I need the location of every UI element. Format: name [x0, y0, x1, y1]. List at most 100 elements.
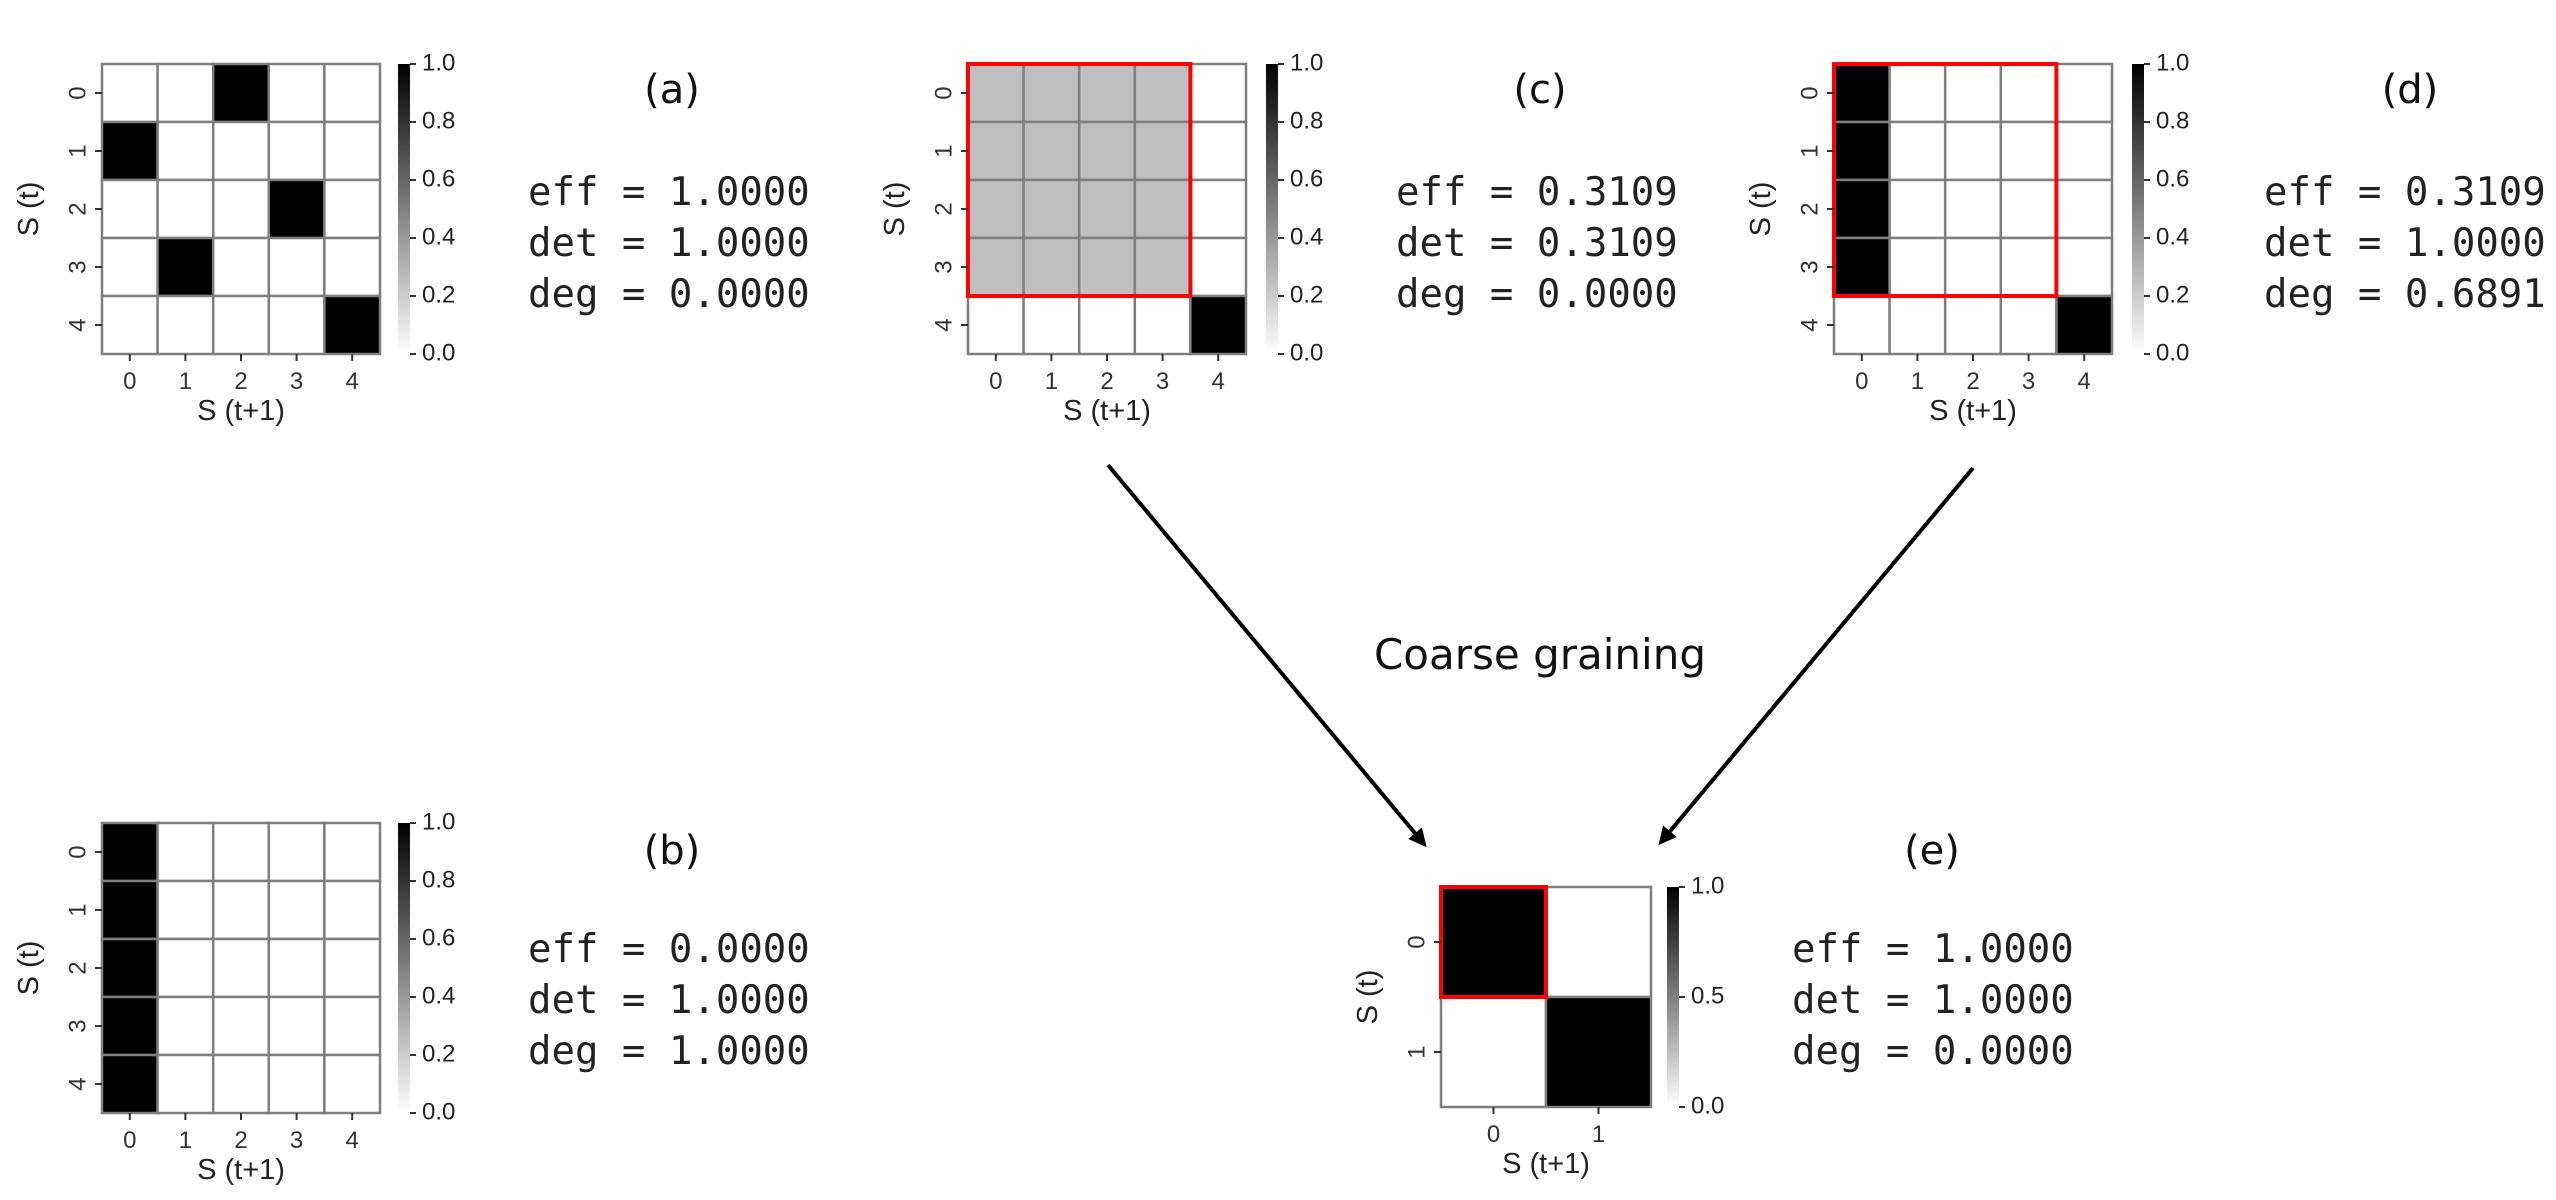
heatmap-cell-d-4-2 — [1943, 294, 2003, 356]
heatmap-cell-d-4-1 — [1888, 294, 1947, 356]
heatmap-cell-d-2-0 — [1832, 178, 1891, 240]
x-tick-label-b-3: 3 — [290, 1127, 303, 1154]
y-tick-label-a-4: 4 — [64, 318, 91, 331]
heatmap-cell-b-4-1 — [156, 1053, 215, 1115]
x-axis-label-e: S (t+1) — [1502, 1148, 1590, 1180]
colorbar-tick-label-e-2: 0.0 — [1691, 1092, 1724, 1119]
heatmap-cell-d-4-3 — [1999, 294, 2058, 356]
metric-c-0: eff = 0.3109 — [1396, 170, 1678, 215]
heatmap-cell-c-2-1 — [1022, 178, 1081, 240]
panel-label-e: (e) — [1904, 828, 1960, 874]
heatmap-cell-c-2-3 — [1133, 178, 1192, 240]
y-tick-label-a-3: 3 — [64, 260, 91, 273]
heatmap-cell-d-1-1 — [1888, 120, 1947, 182]
heatmap-cell-b-0-3 — [267, 821, 326, 883]
colorbar-tick-label-a-5: 0.0 — [422, 339, 455, 366]
heatmap-cell-c-2-2 — [1077, 178, 1137, 240]
colorbar-tick-label-c-1: 0.8 — [1290, 107, 1323, 134]
heatmap-cell-d-1-0 — [1832, 120, 1891, 182]
panel-label-d: (d) — [2382, 67, 2439, 113]
heatmap-a — [100, 62, 382, 356]
x-tick-label-d-1: 1 — [1911, 368, 1924, 395]
heatmap-cell-d-3-1 — [1888, 236, 1947, 298]
colorbar-tick-label-c-4: 0.2 — [1290, 281, 1323, 308]
heatmap-cell-a-0-2 — [211, 62, 271, 124]
x-tick-label-b-0: 0 — [123, 1127, 136, 1154]
heatmap-cell-c-4-4 — [1189, 294, 1248, 356]
heatmap-cell-b-1-1 — [156, 879, 215, 941]
colorbar-b — [398, 823, 410, 1113]
heatmap-cell-c-0-1 — [1022, 62, 1081, 124]
heatmap-cell-a-4-1 — [156, 294, 215, 356]
y-tick-label-c-1: 1 — [930, 144, 957, 157]
metric-c-1: det = 0.3109 — [1396, 221, 1678, 266]
colorbar-tick-label-d-1: 0.8 — [2156, 107, 2189, 134]
heatmap-cell-c-0-4 — [1189, 62, 1248, 124]
x-tick-label-d-3: 3 — [2022, 368, 2035, 395]
metric-a-0: eff = 1.0000 — [528, 170, 810, 215]
y-tick-label-c-2: 2 — [930, 202, 957, 215]
colorbar-tick-label-d-0: 1.0 — [2156, 49, 2189, 76]
heatmap-cell-a-1-0 — [100, 120, 159, 182]
heatmap-cell-d-1-4 — [2055, 120, 2114, 182]
heatmap-cell-c-1-0 — [966, 120, 1025, 182]
heatmap-cell-a-3-3 — [267, 236, 326, 298]
heatmap-cell-c-4-2 — [1077, 294, 1137, 356]
heatmap-cell-a-1-2 — [211, 120, 271, 182]
y-tick-label-e-1: 1 — [1403, 1045, 1430, 1058]
heatmap-cell-c-1-4 — [1189, 120, 1248, 182]
heatmap-cell-d-1-3 — [1999, 120, 2058, 182]
heatmap-cell-a-3-4 — [323, 236, 382, 298]
heatmap-cell-d-1-2 — [1943, 120, 2003, 182]
y-axis-label-c: S (t) — [879, 182, 911, 237]
heatmap-cell-b-3-0 — [100, 995, 159, 1057]
y-tick-label-c-3: 3 — [930, 260, 957, 273]
heatmap-cell-a-2-3 — [267, 178, 326, 240]
heatmap-cell-c-3-3 — [1133, 236, 1192, 298]
x-axis-label-d: S (t+1) — [1929, 395, 2017, 427]
heatmap-cell-a-1-4 — [323, 120, 382, 182]
y-axis-label-b: S (t) — [13, 941, 45, 996]
heatmap-cell-b-4-0 — [100, 1053, 159, 1115]
metric-d-0: eff = 0.3109 — [2264, 170, 2546, 215]
heatmap-cell-c-1-2 — [1077, 120, 1137, 182]
x-tick-label-c-1: 1 — [1045, 368, 1058, 395]
heatmap-cell-d-4-0 — [1832, 294, 1891, 356]
heatmap-cell-c-3-0 — [966, 236, 1025, 298]
heatmap-cell-c-2-0 — [966, 178, 1025, 240]
heatmap-cell-a-1-1 — [156, 120, 215, 182]
metric-e-1: det = 1.0000 — [1792, 978, 2074, 1023]
metric-e-0: eff = 1.0000 — [1792, 927, 2074, 972]
heatmap-cell-a-0-1 — [156, 62, 215, 124]
heatmap-cell-d-4-4 — [2055, 294, 2114, 356]
heatmap-cell-b-2-2 — [211, 937, 271, 999]
colorbar-tick-label-b-3: 0.4 — [422, 982, 455, 1009]
colorbar-tick-label-a-2: 0.6 — [422, 165, 455, 192]
heatmap-c — [966, 62, 1248, 356]
metric-b-0: eff = 0.0000 — [528, 927, 810, 972]
heatmap-cell-b-0-4 — [323, 821, 382, 883]
colorbar-tick-label-d-3: 0.4 — [2156, 223, 2189, 250]
heatmap-cell-d-3-3 — [1999, 236, 2058, 298]
heatmap-cell-b-1-2 — [211, 879, 271, 941]
heatmap-cell-c-3-4 — [1189, 236, 1248, 298]
heatmap-cell-b-3-4 — [323, 995, 382, 1057]
x-tick-label-c-4: 4 — [1212, 368, 1225, 395]
heatmap-cell-e-0-0 — [1439, 885, 1548, 999]
heatmap-cell-c-3-1 — [1022, 236, 1081, 298]
x-tick-label-a-1: 1 — [179, 368, 192, 395]
colorbar-tick-label-c-0: 1.0 — [1290, 49, 1323, 76]
y-tick-label-d-4: 4 — [1796, 318, 1823, 331]
heatmap-cell-c-0-0 — [966, 62, 1025, 124]
x-tick-label-c-2: 2 — [1100, 368, 1113, 395]
y-tick-label-b-1: 1 — [64, 903, 91, 916]
heatmap-cell-c-0-3 — [1133, 62, 1192, 124]
x-tick-label-d-4: 4 — [2078, 368, 2091, 395]
metric-d-2: deg = 0.6891 — [2264, 272, 2546, 317]
colorbar-a — [398, 64, 410, 354]
metric-d-1: det = 1.0000 — [2264, 221, 2546, 266]
heatmap-cell-c-2-4 — [1189, 178, 1248, 240]
